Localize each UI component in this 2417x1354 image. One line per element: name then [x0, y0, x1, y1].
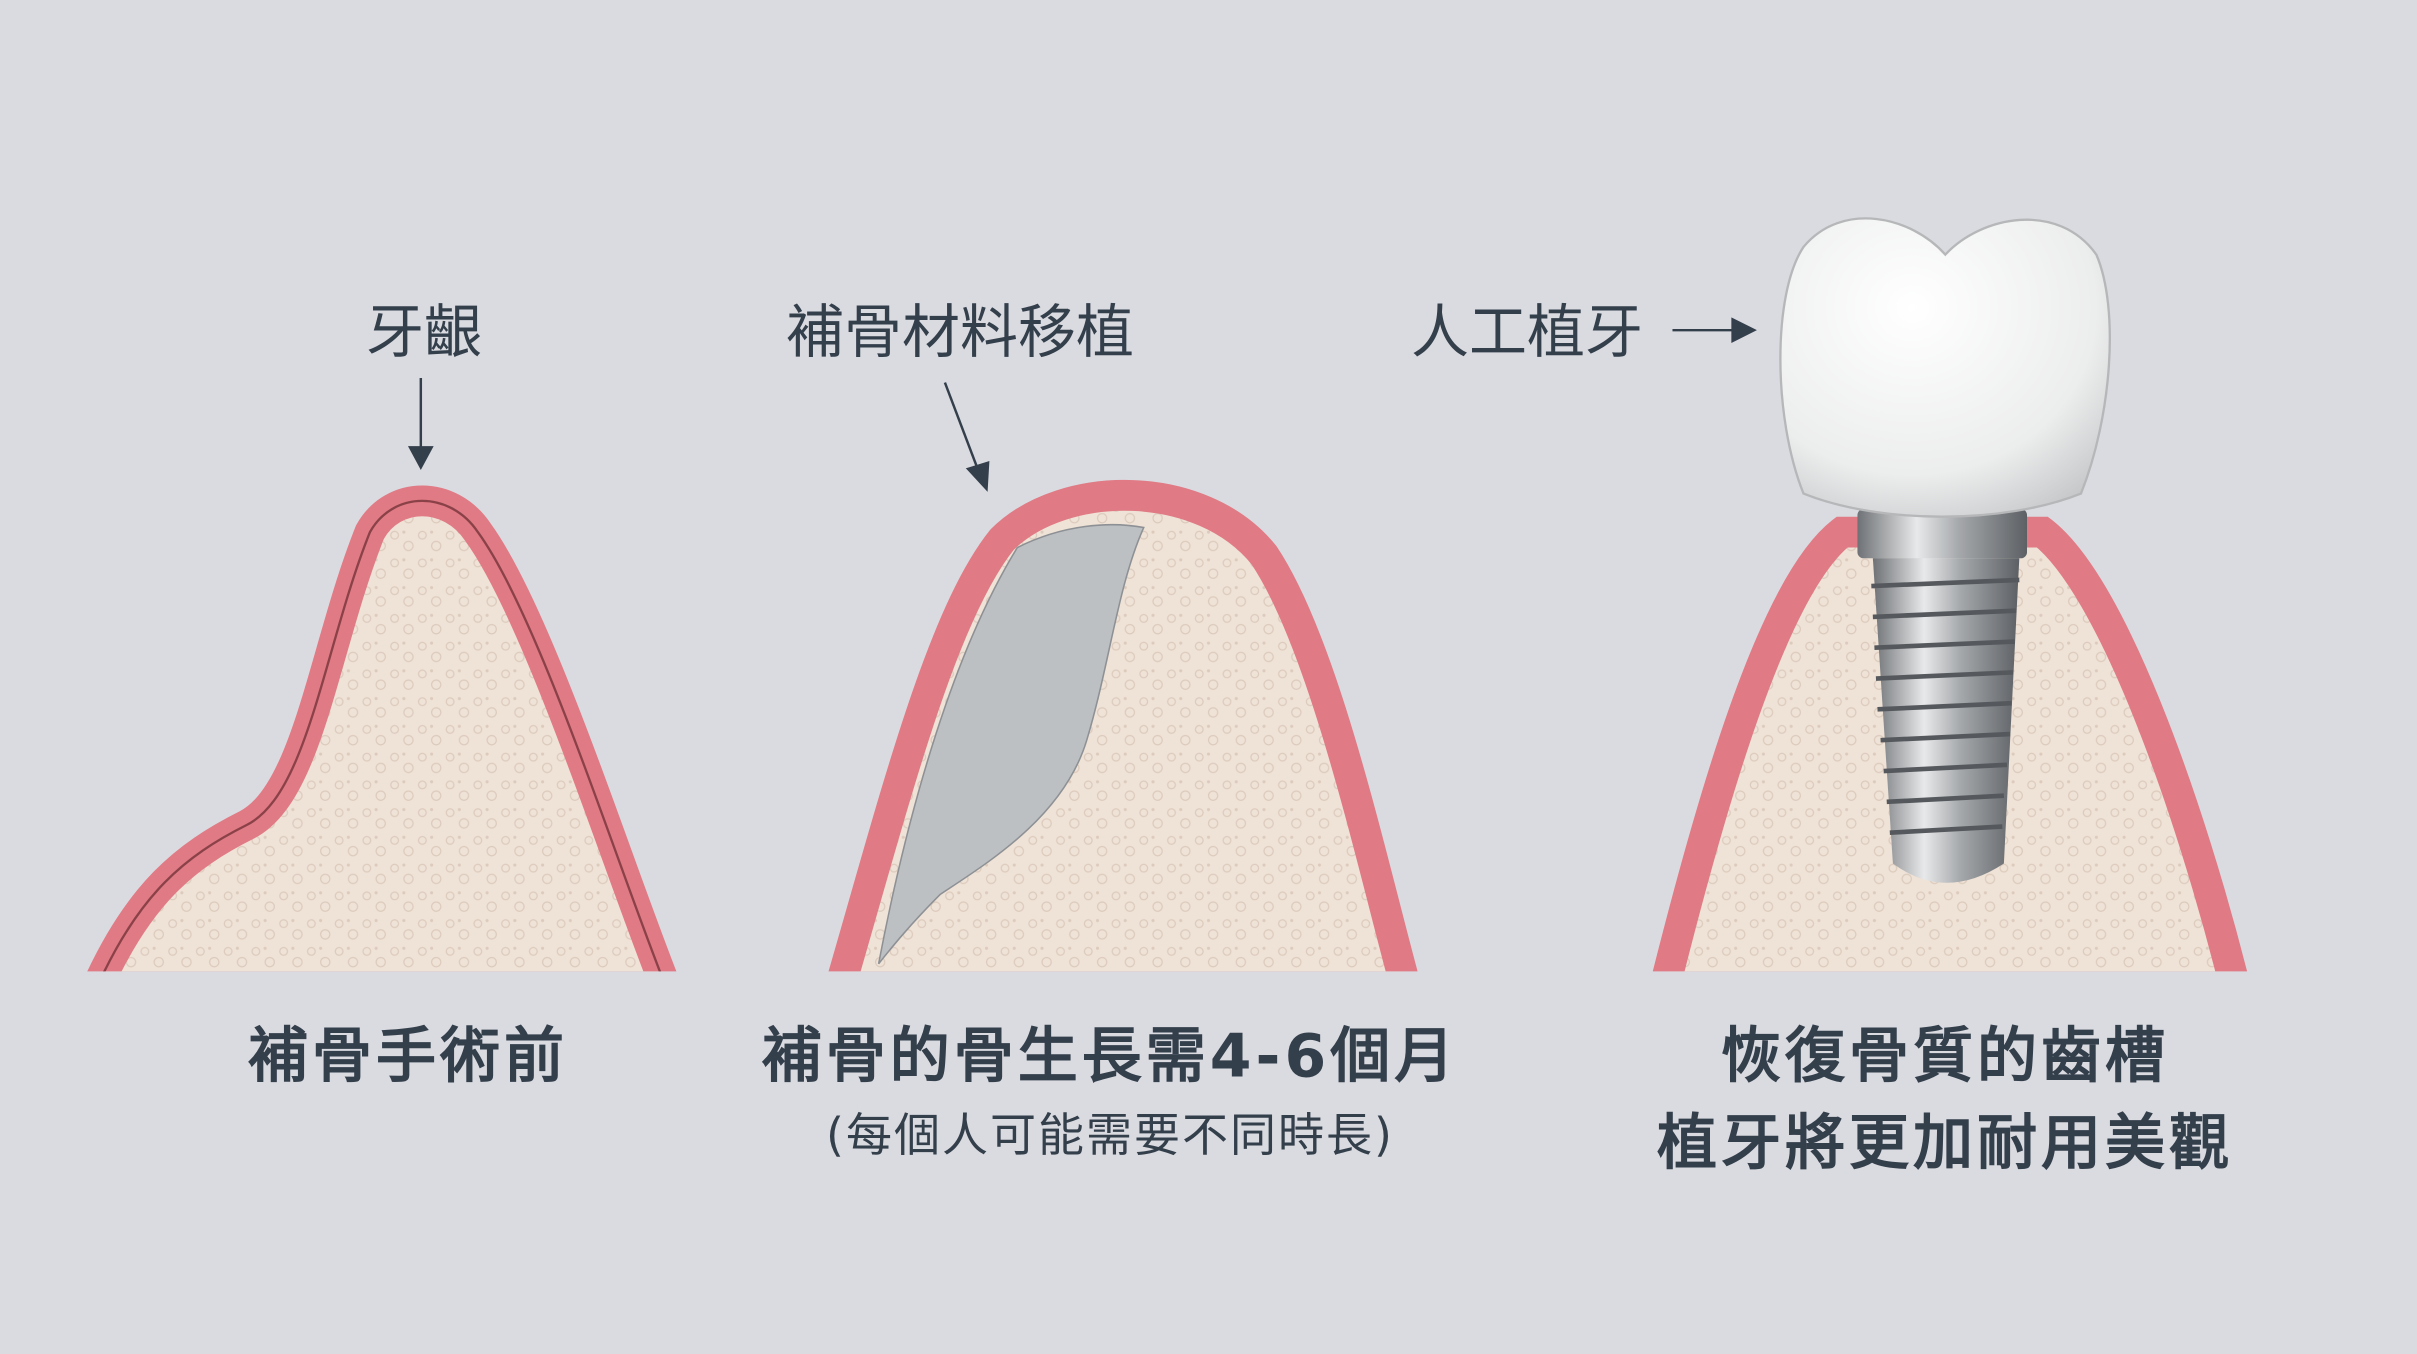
label-bone-graft: 補骨材料移植	[785, 298, 1135, 366]
gum-mound-before	[87, 485, 677, 972]
pointer-arrows	[407, 317, 1757, 492]
label-gum: 牙齦	[365, 298, 483, 366]
implant-crown	[1779, 217, 2111, 518]
caption-bone-growth: 補骨的骨生長需4-6個月	[761, 1021, 1459, 1092]
label-implant: 人工植牙	[1410, 298, 1644, 366]
bone-graft-material	[877, 523, 1145, 965]
caption-implant-benefit: 植牙將更加耐用美觀	[1657, 1108, 2233, 1179]
caption-before-surgery: 補骨手術前	[248, 1021, 568, 1092]
dental-implant	[1779, 217, 2111, 883]
caption-bone-growth-note: (每個人可能需要不同時長)	[826, 1108, 1394, 1162]
caption-restored-socket: 恢復骨質的齒槽	[1721, 1021, 2169, 1092]
